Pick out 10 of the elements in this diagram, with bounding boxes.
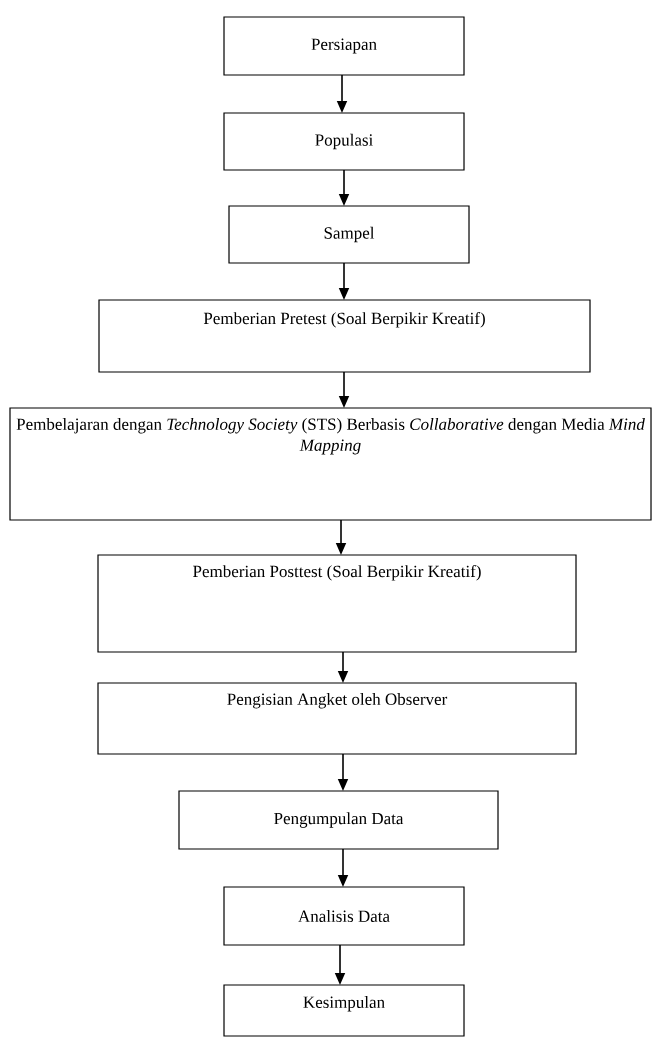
process-box: Sampel: [228, 205, 470, 264]
process-box: Pengisian Angket oleh Observer: [97, 682, 577, 755]
process-box: Persiapan: [223, 16, 465, 76]
process-box: Analisis Data: [223, 886, 465, 946]
process-box: Pemberian Posttest (Soal Berpikir Kreatif): [97, 554, 577, 653]
process-box: Populasi: [223, 112, 465, 171]
process-box: Kesimpulan: [223, 984, 465, 1037]
process-box: Pengumpulan Data: [178, 790, 499, 850]
process-box: Pemberian Pretest (Soal Berpikir Kreatif): [98, 299, 591, 373]
process-box: Pembelajaran dengan Technology Society (STS) Berbasis Collaborative dengan Media Mind Mapping: [9, 407, 652, 521]
